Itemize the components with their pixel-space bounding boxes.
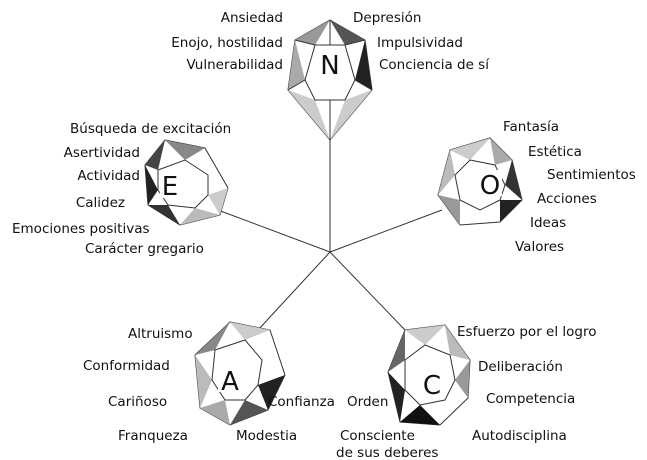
factor-letter-e: E bbox=[162, 172, 178, 202]
facet-label: Conformidad bbox=[83, 358, 170, 374]
facet-label: Franqueza bbox=[118, 428, 188, 444]
polyhedron-c: C bbox=[387, 324, 471, 426]
facet-label: Altruismo bbox=[128, 326, 193, 342]
facet-label: Vulnerabilidad bbox=[186, 57, 283, 73]
facet-label: Conciencia de sí bbox=[379, 57, 490, 73]
facet-label: Enojo, hostilidad bbox=[171, 35, 283, 51]
facet-label: Depresión bbox=[353, 10, 421, 26]
facet-label: Acciones bbox=[537, 191, 597, 207]
facet-label: Confianza bbox=[268, 394, 335, 410]
facet-label: Asertividad bbox=[64, 145, 140, 161]
factor-letter-c: C bbox=[423, 371, 441, 401]
facet-label: Emociones positivas bbox=[12, 221, 150, 237]
facet-label: Actividad bbox=[77, 168, 140, 184]
facet-label: Búsqueda de excitación bbox=[70, 121, 231, 137]
facet-label: Esfuerzo por el logro bbox=[457, 324, 596, 340]
facets-o: Fantasía Estética Sentimientos Acciones … bbox=[503, 119, 636, 255]
facet-label: Ansiedad bbox=[221, 10, 283, 26]
spoke-o bbox=[329, 209, 443, 253]
factor-letter-n: N bbox=[320, 51, 339, 81]
facets-n: Ansiedad Enojo, hostilidad Vulnerabilida… bbox=[171, 10, 490, 73]
polyhedron-e: E bbox=[144, 139, 229, 226]
facet-label: Autodisciplina bbox=[472, 428, 567, 444]
spoke-a bbox=[257, 251, 331, 331]
facet-label: Carácter gregario bbox=[85, 241, 204, 257]
factor-letter-o: O bbox=[480, 171, 500, 201]
facet-label: Consciente bbox=[340, 428, 415, 444]
spoke-e bbox=[217, 209, 331, 253]
factor-letter-a: A bbox=[221, 367, 239, 397]
spoke-c bbox=[329, 251, 406, 331]
facet-label: Valores bbox=[515, 239, 564, 255]
facets-c: Esfuerzo por el logro Deliberación Compe… bbox=[336, 324, 596, 460]
polyhedron-n: N bbox=[287, 19, 373, 141]
facet-label: Orden bbox=[347, 394, 388, 410]
polyhedron-a: A bbox=[194, 321, 286, 426]
facet-label: Cariñoso bbox=[108, 394, 167, 410]
polyhedron-o: O bbox=[437, 137, 523, 226]
facet-label: Estética bbox=[528, 144, 582, 160]
facets-e: Búsqueda de excitación Asertividad Activ… bbox=[12, 121, 231, 257]
facet-label: Fantasía bbox=[503, 119, 559, 135]
facet-label: Ideas bbox=[530, 215, 566, 231]
spokes bbox=[217, 140, 443, 331]
facets-a: Altruismo Conformidad Cariñoso Franqueza… bbox=[83, 326, 335, 444]
facet-label: de sus deberes bbox=[336, 445, 438, 460]
facet-label: Sentimientos bbox=[547, 167, 636, 183]
facet-label: Impulsividad bbox=[377, 35, 463, 51]
facet-label: Calidez bbox=[76, 195, 125, 211]
facet-label: Competencia bbox=[486, 391, 575, 407]
facet-label: Modestia bbox=[236, 428, 297, 444]
facet-label: Deliberación bbox=[478, 359, 563, 375]
